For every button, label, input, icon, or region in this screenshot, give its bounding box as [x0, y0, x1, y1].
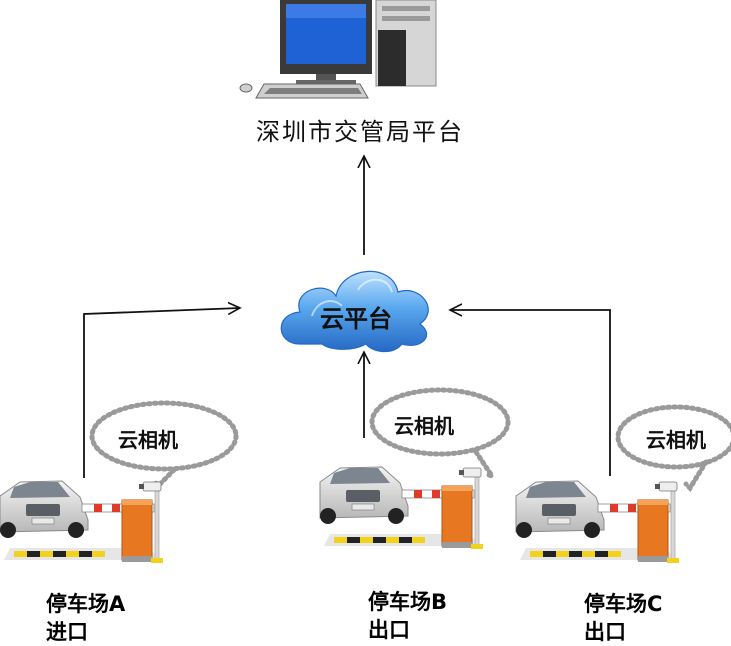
parking-site-b	[319, 466, 484, 550]
site-name-c: 停车场C	[584, 592, 663, 616]
camera-bubble-a	[89, 400, 239, 472]
cloud-label: 云平台	[320, 305, 392, 333]
desktop-computer-icon	[239, 0, 437, 99]
camera-bubble-b	[369, 387, 511, 457]
platform-title: 深圳市交管局平台	[256, 118, 464, 146]
site-name-b: 停车场B	[368, 590, 448, 614]
site-name-a: 停车场A	[46, 592, 126, 616]
camera-label-b: 云相机	[394, 414, 454, 438]
camera-bubble-c	[615, 404, 731, 470]
site-label-b: 停车场B 出口	[368, 588, 447, 644]
camera-label-a: 云相机	[118, 428, 178, 452]
parking-site-a	[0, 480, 164, 564]
arrow-site-a-to-cloud	[83, 308, 240, 478]
site-gate-a: 进口	[46, 620, 88, 644]
parking-site-c	[515, 480, 680, 564]
site-gate-b: 出口	[368, 618, 410, 642]
camera-label-c: 云相机	[646, 428, 706, 452]
site-label-c: 停车场C 出口	[584, 590, 662, 646]
arrow-site-c-to-cloud	[450, 310, 611, 476]
camera-bubbles	[89, 387, 731, 493]
site-gate-c: 出口	[584, 620, 626, 644]
cloud-icon	[280, 270, 429, 353]
site-label-a: 停车场A 进口	[46, 590, 125, 646]
connection-arrows	[83, 156, 611, 478]
